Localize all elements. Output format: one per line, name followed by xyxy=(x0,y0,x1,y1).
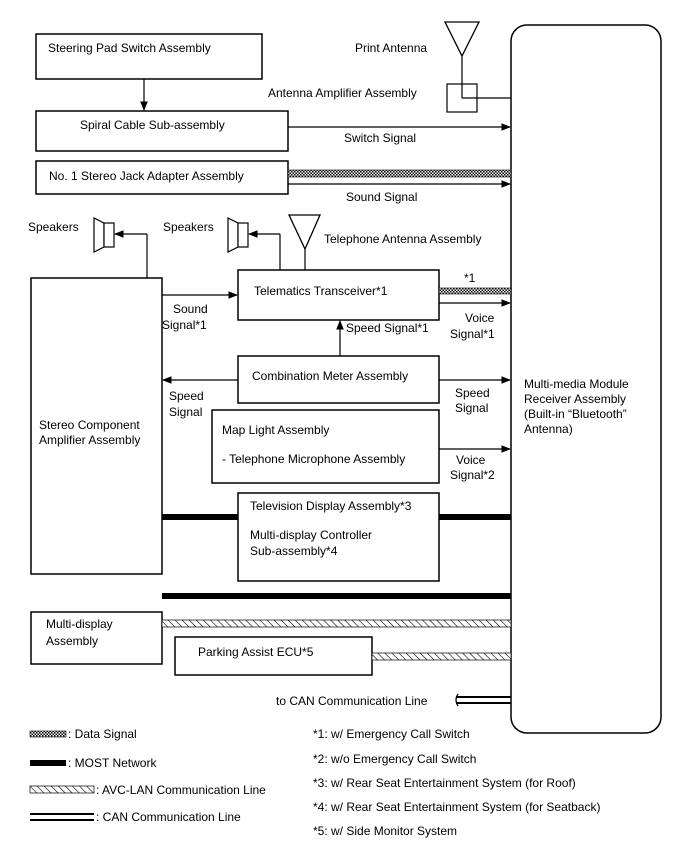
note-1: *1: w/ Emergency Call Switch xyxy=(313,727,470,741)
receiver-label-2: Receiver Assembly xyxy=(524,392,626,406)
legend-most-label: : MOST Network xyxy=(68,756,157,770)
television-display-box xyxy=(237,492,440,582)
speed-right-label-a: Speed xyxy=(455,386,490,400)
multi-display-box xyxy=(30,611,163,665)
data-signal-line-jack xyxy=(287,169,512,178)
spiral-cable-label: Spiral Cable Sub-assembly xyxy=(80,118,225,132)
multi-display-label-2: Assembly xyxy=(46,634,98,648)
legend-can-label: : CAN Communication Line xyxy=(96,810,241,824)
speaker-mid-icon xyxy=(227,217,249,253)
receiver-label-3: (Built-in “Bluetooth” xyxy=(524,407,627,421)
star1-label: *1 xyxy=(464,271,476,285)
telephone-antenna-label: Telephone Antenna Assembly xyxy=(324,232,481,246)
multi-display-label-1: Multi-display xyxy=(46,617,113,631)
steering-pad-label: Steering Pad Switch Assembly xyxy=(48,41,211,55)
print-antenna-icon xyxy=(443,21,481,84)
data-signal-line-telematics xyxy=(438,287,512,295)
tv-label-2: Multi-display Controller xyxy=(250,528,372,542)
receiver-label-1: Multi-media Module xyxy=(524,377,629,391)
voice-signal1-label-a: Voice xyxy=(465,311,495,325)
speed-signal1-label: Speed Signal*1 xyxy=(346,321,429,335)
map-light-box xyxy=(211,409,440,484)
amplifier-box xyxy=(30,277,163,575)
sound-signal1-label-a: Sound xyxy=(173,302,208,316)
receiver-label-4: Antenna) xyxy=(524,422,573,436)
parking-assist-box xyxy=(174,636,373,676)
avc-lan-line-parking xyxy=(371,652,512,661)
avc-lan-line-multi-display xyxy=(161,619,512,628)
telephone-antenna-icon xyxy=(287,214,321,270)
can-line-label: to CAN Communication Line xyxy=(276,694,428,708)
voice-signal2-label-b: Signal*2 xyxy=(450,468,495,482)
legend-avc-lan-swatch xyxy=(29,785,95,794)
print-antenna-label: Print Antenna xyxy=(355,41,427,55)
map-light-label-2: - Telephone Microphone Assembly xyxy=(222,452,405,466)
telematics-box xyxy=(237,269,440,321)
tv-label-1: Television Display Assembly*3 xyxy=(250,499,412,513)
steering-pad-box xyxy=(35,33,263,80)
amplifier-label-2: Amplifier Assembly xyxy=(39,433,140,447)
receiver-box xyxy=(510,24,662,734)
note-3: *3: w/ Rear Seat Entertainment System (f… xyxy=(313,776,576,790)
note-4: *4: w/ Rear Seat Entertainment System (f… xyxy=(313,800,600,814)
legend-data-signal-label: : Data Signal xyxy=(68,727,137,741)
speakers-mid-label: Speakers xyxy=(163,220,214,234)
speed-right-label-b: Signal xyxy=(455,401,488,415)
speaker-left-icon xyxy=(93,217,115,253)
combination-meter-label: Combination Meter Assembly xyxy=(252,369,408,383)
map-light-label-1: Map Light Assembly xyxy=(222,423,329,437)
sound-signal1-label-b: Signal*1 xyxy=(162,318,207,332)
note-2: *2: w/o Emergency Call Switch xyxy=(313,752,476,766)
amplifier-label-1: Stereo Component xyxy=(39,418,140,432)
speakers-left-label: Speakers xyxy=(28,220,79,234)
voice-signal1-label-b: Signal*1 xyxy=(450,327,495,341)
sound-signal-label: Sound Signal xyxy=(346,190,417,204)
spiral-cable-box xyxy=(35,110,289,152)
antenna-amplifier-label: Antenna Amplifier Assembly xyxy=(268,86,417,100)
speed-left-label-a: Speed xyxy=(169,389,204,403)
telematics-label: Telematics Transceiver*1 xyxy=(254,284,388,298)
stereo-jack-box xyxy=(35,160,289,195)
note-5: *5: w/ Side Monitor System xyxy=(313,824,457,838)
stereo-jack-label: No. 1 Stereo Jack Adapter Assembly xyxy=(49,169,244,183)
legend-data-signal-swatch xyxy=(29,730,67,738)
voice-signal2-label-a: Voice xyxy=(456,453,486,467)
speed-left-label-b: Signal xyxy=(169,405,202,419)
tv-label-3: Sub-assembly*4 xyxy=(250,544,338,558)
parking-assist-label: Parking Assist ECU*5 xyxy=(198,645,314,659)
legend-avc-lan-label: : AVC-LAN Communication Line xyxy=(96,783,266,797)
switch-signal-label: Switch Signal xyxy=(344,131,416,145)
